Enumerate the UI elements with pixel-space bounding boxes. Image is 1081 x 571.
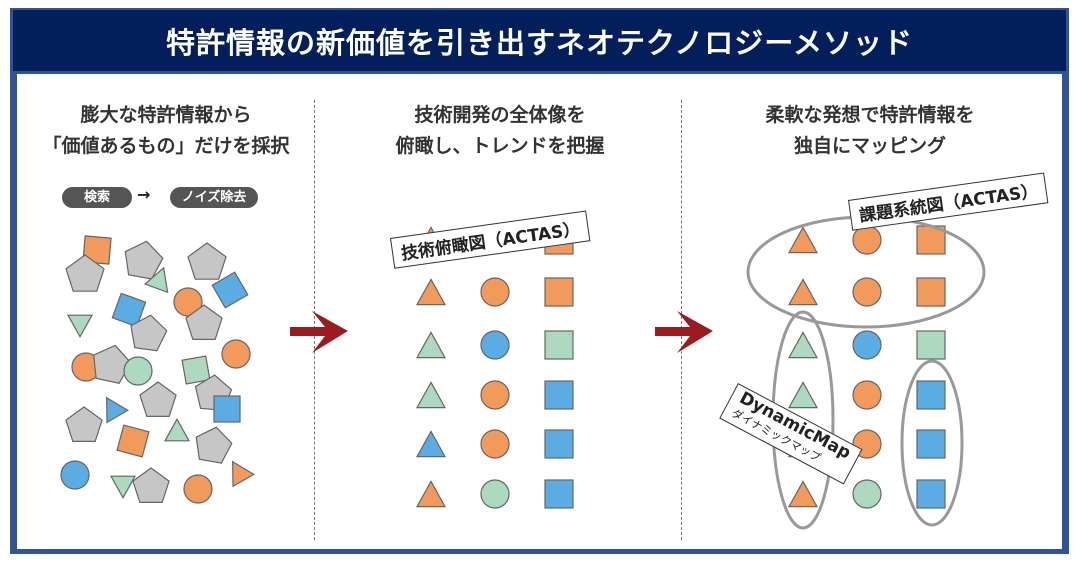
- triangle-shape: [231, 460, 255, 488]
- pentagon-shape: [195, 426, 233, 464]
- square-shape: [916, 380, 946, 410]
- circle-shape: [123, 356, 153, 386]
- circle-shape: [852, 225, 882, 255]
- triangle-shape: [415, 430, 447, 458]
- column-2-title-line1: 技術開発の全体像を: [414, 104, 586, 126]
- square-shape: [544, 479, 574, 509]
- triangle-shape: [143, 266, 169, 294]
- circle-shape: [852, 479, 882, 509]
- square-shape: [916, 479, 946, 509]
- page-title: 特許情報の新価値を引き出すネオテクノロジーメソッド: [165, 25, 914, 60]
- header-banner: 特許情報の新価値を引き出すネオテクノロジーメソッド: [13, 10, 1066, 71]
- circle-shape: [480, 429, 510, 459]
- square-shape: [916, 429, 946, 459]
- pentagon-shape: [185, 304, 223, 340]
- column-2-title: 技術開発の全体像を 俯瞰し、トレンドを把握: [350, 100, 650, 162]
- triangle-shape: [787, 480, 819, 508]
- column-3-title-line1: 柔軟な発想で特許情報を: [765, 104, 975, 126]
- triangle-shape: [415, 381, 447, 409]
- pentagon-shape: [124, 240, 164, 280]
- circle-shape: [852, 330, 882, 360]
- square-shape: [544, 380, 574, 410]
- triangle-shape: [163, 417, 191, 442]
- square-shape: [116, 424, 150, 458]
- pentagon-shape: [93, 344, 132, 384]
- triangle-shape: [787, 381, 819, 409]
- circle-shape: [480, 277, 510, 307]
- circle-shape: [480, 380, 510, 410]
- divider-2: [681, 100, 682, 540]
- triangle-shape: [415, 278, 447, 306]
- pentagon-shape: [132, 467, 170, 503]
- triangle-shape: [787, 278, 819, 306]
- column-1-title-line1: 膨大な特許情報から: [80, 104, 252, 126]
- square-shape: [544, 330, 574, 360]
- square-shape: [916, 330, 946, 360]
- pentagon-shape: [139, 381, 177, 417]
- column-1-title: 膨大な特許情報から 「価値あるもの」だけを採択: [16, 100, 316, 162]
- column-3-title-line2: 独自にマッピング: [793, 135, 946, 157]
- circle-shape: [852, 380, 882, 410]
- triangle-shape: [66, 314, 94, 339]
- pentagon-shape: [65, 254, 105, 292]
- pentagon-shape: [65, 406, 103, 442]
- circle-shape: [60, 460, 90, 490]
- pentagon-shape: [187, 242, 227, 280]
- column-1-title-line2: 「価値あるもの」だけを採択: [42, 135, 290, 157]
- triangle-shape: [109, 475, 137, 500]
- circle-shape: [480, 479, 510, 509]
- step-arrow-icon: →: [137, 185, 151, 204]
- pentagon-shape: [130, 314, 168, 352]
- divider-1: [314, 100, 315, 540]
- circle-shape: [221, 339, 251, 369]
- column-3-title: 柔軟な発想で特許情報を 独自にマッピング: [720, 100, 1020, 162]
- circle-shape: [183, 474, 213, 504]
- flow-arrow-icon: [290, 311, 348, 353]
- square-shape: [211, 271, 249, 309]
- triangle-shape: [105, 396, 129, 424]
- square-shape: [111, 292, 147, 328]
- flow-arrow-icon: [655, 311, 713, 353]
- step-noise-removal-pill: ノイズ除去: [170, 187, 258, 208]
- square-shape: [544, 277, 574, 307]
- column-2-title-line2: 俯瞰し、トレンドを把握: [395, 135, 605, 157]
- step-search-pill: 検索: [62, 187, 132, 208]
- dynamic-right-ellipse: [900, 359, 964, 527]
- square-shape: [916, 277, 946, 307]
- square-shape: [544, 429, 574, 459]
- triangle-shape: [787, 331, 819, 359]
- circle-shape: [852, 277, 882, 307]
- square-shape: [181, 355, 211, 385]
- square-shape: [213, 395, 241, 423]
- circle-shape: [480, 330, 510, 360]
- triangle-shape: [415, 331, 447, 359]
- triangle-shape: [415, 480, 447, 508]
- triangle-shape: [787, 226, 819, 254]
